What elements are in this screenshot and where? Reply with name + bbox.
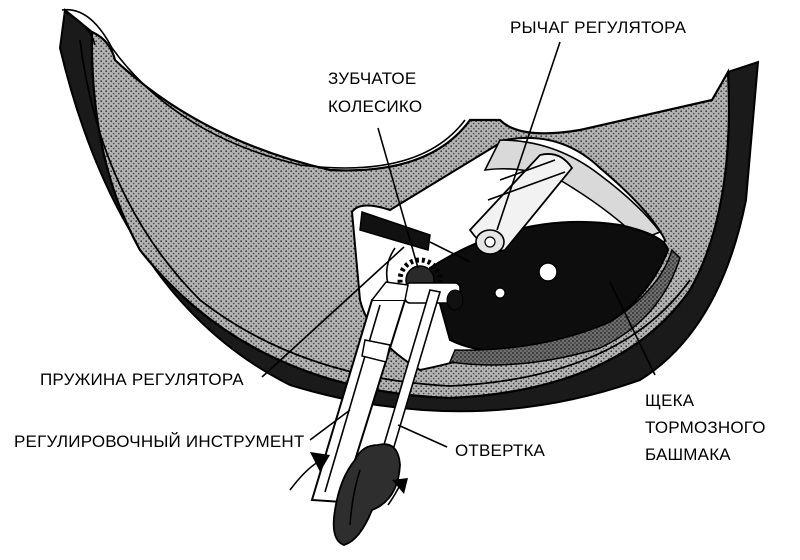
adjuster-spring — [359, 210, 471, 296]
leader-spring — [261, 246, 405, 378]
label-screwdriver: ОТВЕРТКА — [455, 441, 546, 460]
labels: РЫЧАГ РЕГУЛЯТОРА ЗУБЧАТОЕ КОЛЕСИКО ПРУЖИ… — [14, 18, 766, 464]
leader-tool — [309, 409, 351, 441]
label-shoe-2: ТОРМОЗНОГО — [645, 418, 766, 437]
label-shoe-1: ЩЕКА — [645, 391, 695, 410]
motion-arrows — [289, 452, 408, 506]
adjuster-lever — [468, 153, 574, 255]
brake-lining — [448, 248, 681, 366]
label-adjuster-spring: ПРУЖИНА РЕГУЛЯТОРА — [40, 370, 244, 389]
leader-star-wheel — [377, 127, 419, 269]
push-arrow-left — [289, 461, 319, 491]
label-adjuster-lever: РЫЧАГ РЕГУЛЯТОРА — [510, 18, 687, 37]
label-star-wheel-1: ЗУБЧАТОЕ — [328, 69, 416, 88]
label-shoe-3: БАШМАКА — [645, 445, 731, 464]
shoe-hole — [538, 262, 558, 282]
leader-lever — [496, 41, 561, 231]
label-adjusting-tool: РЕГУЛИРОВОЧНЫЙ ИНСТРУМЕНТ — [14, 432, 304, 451]
leader-screwdriver — [397, 424, 448, 448]
screwdriver — [332, 289, 442, 546]
leader-lines — [261, 41, 656, 448]
label-star-wheel-2: КОЛЕСИКО — [328, 97, 422, 116]
leader-shoe — [609, 281, 656, 376]
